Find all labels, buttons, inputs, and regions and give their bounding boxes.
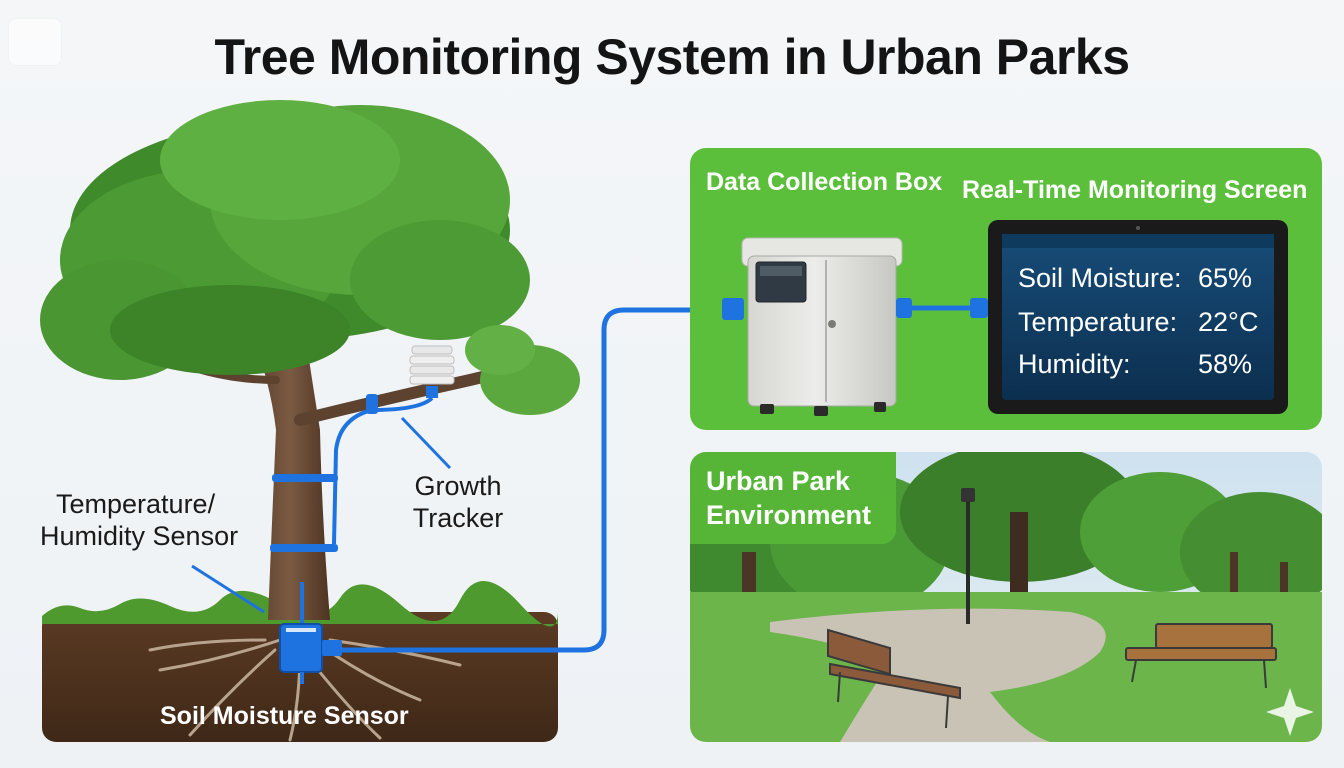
main-data-cable [342,307,724,653]
screen-row-temperature: Temperature: 22°C [1018,306,1258,338]
screen-row-humidity: Humidity: 58% [1018,348,1258,380]
grass-strip [42,580,559,627]
urban-park-label-line1: Urban Park [706,466,851,496]
box-cable-connector-right [896,298,912,318]
screen-row-soil-moisture: Soil Moisture: 65% [1018,262,1258,294]
sparkle-icon [1266,688,1314,736]
monitoring-screen-label: Real-Time Monitoring Screen [962,176,1308,204]
leader-lines [191,416,452,614]
park-panel [690,452,1322,742]
bench-right [1125,623,1277,689]
data-collection-box-device [741,237,903,416]
screen-row-soil-moisture-value: 65% [1198,263,1253,293]
temp-humidity-label-line1: Temperature/ [56,489,216,519]
screen-row-humidity-name: Humidity: [1018,349,1131,379]
data-panel [690,148,1322,430]
screen-cable-connector [970,298,988,318]
growth-tracker-label: Growth Tracker [406,470,510,534]
screen-row-soil-moisture-name: Soil Moisture: [1018,263,1182,293]
box-cable-connector-left [722,298,744,320]
temp-humidity-label-line2: Humidity Sensor [40,521,239,551]
soil-moisture-sensor-label: Soil Moisture Sensor [160,702,409,730]
temp-humidity-sensor-label: Temperature/ Humidity Sensor [40,488,238,552]
monitoring-screen-device [988,220,1288,414]
data-panel-graphics [722,220,1288,416]
page-title: Tree Monitoring System in Urban Parks [214,29,1130,85]
growth-tracker-clamp [366,394,378,414]
data-collection-box-label: Data Collection Box [706,168,943,196]
screen-row-humidity-value: 58% [1198,349,1253,379]
screen-row-temperature-value: 22°C [1198,307,1259,337]
growth-tracker-label-line1: Growth [414,471,502,501]
growth-tracker-label-line2: Tracker [412,503,504,533]
urban-park-label: Urban Park Environment [706,464,871,532]
park-badge [690,452,896,544]
lamp-post [961,488,975,624]
logo-mark [8,18,62,66]
temp-humidity-sensor-device [409,345,455,398]
trunk-straps [270,474,338,552]
urban-park-label-line2: Environment [706,500,872,530]
soil-moisture-sensor-device [279,623,342,684]
screen-row-temperature-name: Temperature: [1018,307,1178,337]
tree-canopy [40,100,580,415]
bench-left [827,628,961,729]
